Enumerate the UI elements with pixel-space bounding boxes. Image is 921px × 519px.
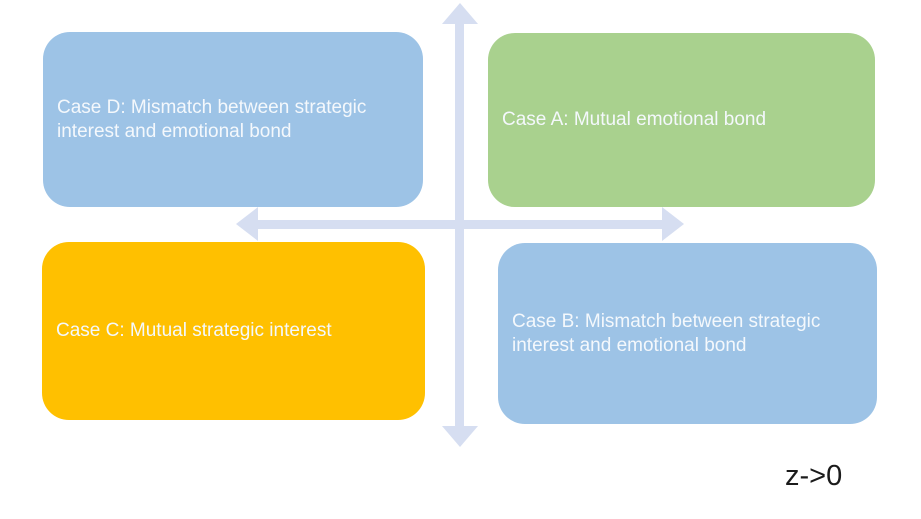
horizontal-axis-shaft bbox=[256, 220, 664, 229]
quadrant-case-d: Case D: Mismatch between strategic inter… bbox=[43, 32, 423, 207]
quadrant-case-c: Case C: Mutual strategic interest bbox=[42, 242, 425, 420]
quadrant-case-a: Case A: Mutual emotional bond bbox=[488, 33, 875, 207]
quadrant-case-a-label: Case A: Mutual emotional bond bbox=[502, 109, 767, 131]
quadrant-case-d-label: Case D: Mismatch between strategic inter… bbox=[57, 97, 367, 142]
arrowhead-right-icon bbox=[662, 207, 684, 241]
quadrant-case-c-label: Case C: Mutual strategic interest bbox=[56, 320, 332, 342]
quadrant-case-b: Case B: Mismatch between strategic inter… bbox=[498, 243, 877, 424]
arrowhead-down-icon bbox=[442, 426, 478, 447]
arrowhead-left-icon bbox=[236, 207, 258, 241]
quadrant-case-b-label: Case B: Mismatch between strategic inter… bbox=[512, 311, 821, 356]
arrowhead-up-icon bbox=[442, 3, 478, 24]
annotation-z-to-0: z->0 bbox=[785, 460, 843, 492]
